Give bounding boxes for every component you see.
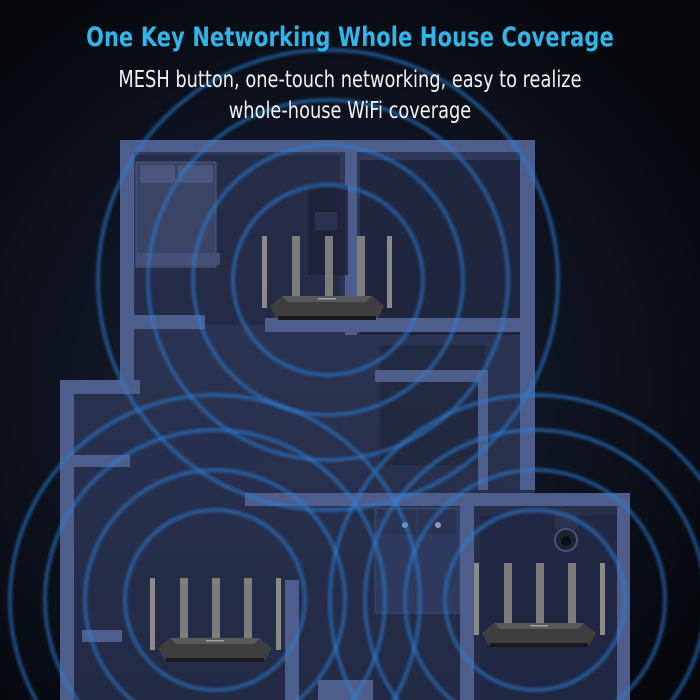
router-bottom-right — [474, 563, 605, 647]
router-bottom-left — [150, 578, 281, 662]
signal-rings-bottom-left — [8, 393, 422, 700]
subheadline-line-2: whole-house WiFi coverage — [228, 98, 472, 124]
signal-rings-top — [96, 48, 560, 512]
headline: One Key Networking Whole House Coverage — [86, 22, 614, 53]
subheadline: MESH button, one-touch networking, easy … — [49, 65, 651, 127]
signal-rings-bottom-right — [328, 393, 700, 700]
bed-icon — [135, 161, 220, 268]
router-top — [262, 236, 392, 320]
subheadline-line-1: MESH button, one-touch networking, easy … — [118, 67, 582, 93]
